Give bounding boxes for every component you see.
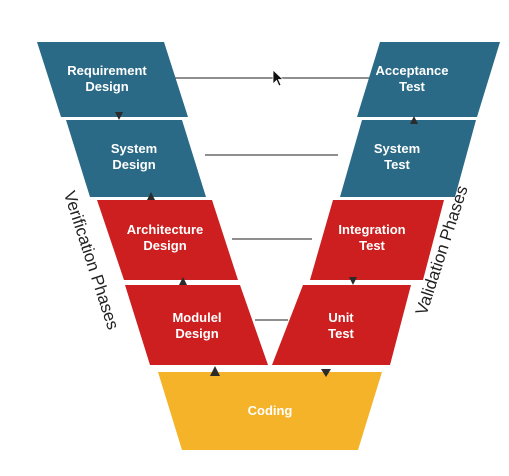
module-design-block: [125, 285, 268, 365]
flow-arrows: [115, 112, 418, 377]
arrow-down-integration-to-unit: [349, 277, 357, 285]
mouse-pointer-icon: [272, 69, 285, 87]
requirement-design-block: [37, 42, 188, 117]
unit-test-block: [272, 285, 411, 365]
architecture-design-block: [97, 200, 238, 280]
verification-blocks: [37, 42, 268, 365]
integration-test-block: [310, 200, 444, 280]
arrow-down-requirement-to-system: [115, 112, 123, 120]
arrow-up-architecture-to-system: [147, 192, 155, 200]
arrow-down-unit-to-coding: [321, 369, 331, 377]
arrow-up-coding-to-module: [210, 366, 220, 376]
arrow-up-module-to-architecture: [179, 277, 187, 285]
acceptance-test-block: [357, 42, 500, 117]
coding-block: [158, 372, 382, 450]
system-test-block: [340, 120, 476, 197]
system-design-block: [66, 120, 206, 197]
validation-blocks: [272, 42, 500, 365]
arrow-up-system-to-acceptance: [410, 116, 418, 124]
coding-label: Coding: [248, 403, 293, 418]
